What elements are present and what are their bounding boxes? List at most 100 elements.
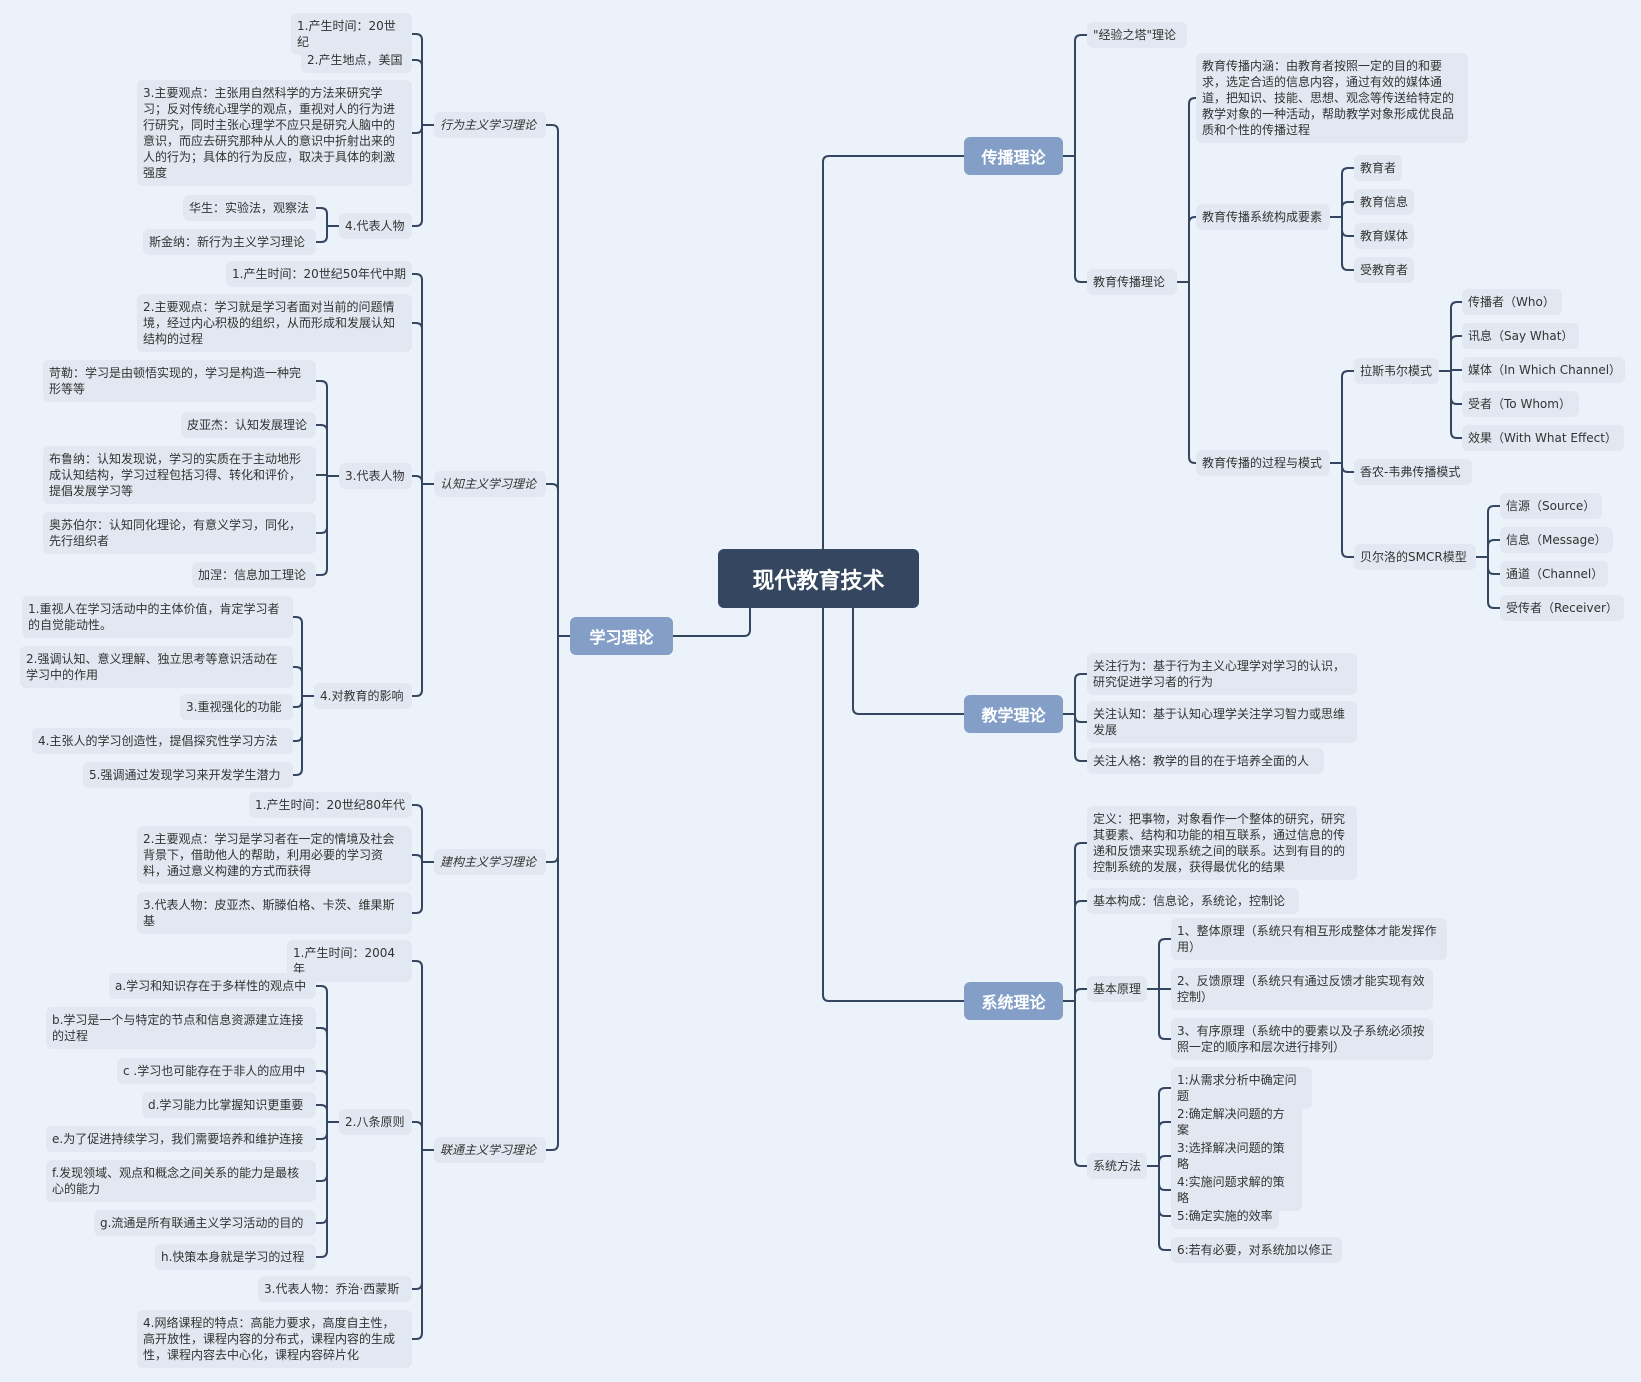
- connector: [1450, 369, 1462, 372]
- list-item[interactable]: 3.代表人物：乔治·西蒙斯: [258, 1276, 412, 1302]
- list-item[interactable]: 1.产生时间：20世纪: [291, 13, 412, 55]
- list-item[interactable]: 受者（To Whom）: [1462, 391, 1579, 417]
- list-item[interactable]: d.学习能力比掌握知识更重要: [142, 1092, 316, 1118]
- connector: [293, 666, 303, 696]
- list-item[interactable]: 5:确定实施的效率: [1171, 1203, 1279, 1229]
- connector: [412, 125, 423, 134]
- list-item[interactable]: 1.产生时间：20世纪80年代: [249, 792, 412, 818]
- connector: [1074, 988, 1087, 1001]
- topic-educational-communication[interactable]: 教育传播理论: [1087, 269, 1177, 295]
- list-item[interactable]: 2.产生地点，美国: [301, 47, 412, 73]
- list-item[interactable]: 4.网络课程的特点：高能力要求，高度自主性，高开放性，课程内容的分布式，课程内容…: [137, 1310, 412, 1368]
- list-item[interactable]: 教育传播内涵：由教育者按照一定的目的和要求，选定合适的信息内容，通过有效的媒体通…: [1196, 53, 1468, 143]
- list-item[interactable]: 2.主要观点：学习就是学习者面对当前的问题情境，经过内心积极的组织，从而形成和发…: [137, 294, 412, 352]
- list-item[interactable]: 1.产生时间：20世纪50年代中期: [226, 261, 412, 287]
- list-item[interactable]: 关注认知：基于认知心理学关注学习智力或思维发展: [1087, 701, 1357, 743]
- list-item[interactable]: 效果（With What Effect）: [1462, 425, 1624, 451]
- list-item[interactable]: c .学习也可能存在于非人的应用中: [117, 1058, 316, 1084]
- connector: [1341, 370, 1354, 463]
- list-item[interactable]: 布鲁纳：认知发现说，学习的实质在于主动地形成认知结构，学习过程包括习得、转化和评…: [43, 446, 316, 504]
- main-topic-learning[interactable]: 学习理论: [570, 617, 673, 655]
- topic-shannon-weaver-model[interactable]: 香农-韦弗传播模式: [1354, 459, 1472, 485]
- list-item[interactable]: a.学习和知识存在于多样性的观点中: [109, 973, 316, 999]
- list-item[interactable]: 华生：实验法，观察法: [183, 195, 316, 221]
- list-item[interactable]: 通道（Channel）: [1500, 561, 1608, 587]
- topic-tower-of-experience[interactable]: "经验之塔"理论: [1087, 22, 1187, 48]
- list-item[interactable]: 2.强调认知、意义理解、独立思考等意识活动在学习中的作用: [20, 646, 293, 688]
- topic-system-method[interactable]: 系统方法: [1087, 1153, 1147, 1179]
- list-item[interactable]: 4.主张人的学习创造性，提倡探究性学习方法: [32, 728, 293, 754]
- topic-lasswell-model[interactable]: 拉斯韦尔模式: [1354, 358, 1439, 384]
- connector: [1074, 1001, 1087, 1167]
- topic-cognitivism[interactable]: 认知主义学习理论: [434, 471, 546, 497]
- main-topic-systems[interactable]: 系统理论: [964, 982, 1063, 1020]
- connector: [546, 483, 559, 636]
- main-topic-communication[interactable]: 传播理论: [964, 137, 1063, 175]
- topic-basic-principles[interactable]: 基本原理: [1087, 976, 1147, 1002]
- topic-system-elements[interactable]: 教育传播系统构成要素: [1196, 204, 1330, 230]
- list-item[interactable]: 皮亚杰：认知发展理论: [181, 412, 316, 438]
- list-item[interactable]: 3.代表人物：皮亚杰、斯滕伯格、卡茨、维果斯基: [137, 892, 412, 934]
- connector: [1188, 282, 1196, 464]
- list-item[interactable]: 斯金纳：新行为主义学习理论: [143, 229, 316, 255]
- list-item[interactable]: 3.主要观点：主张用自然科学的方法来研究学习；反对传统心理学的观点，重视对人的行…: [137, 80, 412, 186]
- list-item[interactable]: 加涅：信息加工理论: [192, 562, 316, 588]
- list-item[interactable]: 关注人格：教学的目的在于培养全面的人: [1087, 748, 1324, 774]
- list-item[interactable]: 5.强调通过发现学习来开发学生潜力: [83, 762, 293, 788]
- list-item[interactable]: 教育信息: [1354, 189, 1414, 215]
- connector: [1450, 301, 1462, 371]
- connector: [1158, 1121, 1171, 1166]
- connector: [1074, 714, 1087, 723]
- main-topic-teaching[interactable]: 教学理论: [964, 695, 1063, 733]
- connector: [673, 608, 751, 637]
- topic-connectivism[interactable]: 联通主义学习理论: [434, 1137, 546, 1163]
- list-item[interactable]: 媒体（In Which Channel）: [1462, 357, 1625, 383]
- list-item[interactable]: 受传者（Receiver）: [1500, 595, 1624, 621]
- topic-process-and-models[interactable]: 教育传播的过程与模式: [1196, 450, 1330, 476]
- list-item[interactable]: e.为了促进持续学习，我们需要培养和维护连接: [46, 1126, 316, 1152]
- list-item[interactable]: 2.主要观点：学习是学习者在一定的情境及社会背景下，借助他人的帮助，利用必要的学…: [137, 826, 412, 884]
- connector: [546, 636, 559, 1151]
- list-item[interactable]: 3、有序原理（系统中的要素以及子系统必须按照一定的顺序和层次进行排列）: [1171, 1018, 1433, 1060]
- list-item[interactable]: 3.代表人物: [339, 463, 412, 489]
- list-item[interactable]: 4.对教育的影响: [314, 683, 412, 709]
- topic-smcr-model[interactable]: 贝尔洛的SMCR模型: [1354, 544, 1476, 570]
- topic-behaviorism[interactable]: 行为主义学习理论: [434, 112, 546, 138]
- list-item[interactable]: 苛勒：学习是由顿悟实现的，学习是构造一种完形等等: [43, 360, 316, 402]
- list-item[interactable]: 信息（Message）: [1500, 527, 1613, 553]
- connector: [1450, 371, 1462, 439]
- connector: [1188, 216, 1196, 282]
- connector: [412, 1150, 423, 1290]
- list-item[interactable]: 受教育者: [1354, 257, 1414, 283]
- list-item[interactable]: 3:选择解决问题的策略: [1171, 1135, 1302, 1177]
- list-item[interactable]: 教育媒体: [1354, 223, 1414, 249]
- list-item[interactable]: 讯息（Say What）: [1462, 323, 1579, 349]
- list-item[interactable]: 基本构成：信息论，系统论，控制论: [1087, 888, 1299, 914]
- connector: [1487, 557, 1500, 609]
- topic-constructivism[interactable]: 建构主义学习理论: [434, 849, 546, 875]
- list-item[interactable]: 2、反馈原理（系统只有通过反馈才能实现有效控制）: [1171, 968, 1433, 1010]
- connector: [1487, 505, 1500, 557]
- list-item[interactable]: 2.八条原则: [339, 1109, 412, 1135]
- list-item[interactable]: b.学习是一个与特定的节点和信息资源建立连接的过程: [46, 1007, 316, 1049]
- list-item[interactable]: 奥苏伯尔：认知同化理论，有意义学习，同化，先行组织者: [43, 512, 316, 554]
- list-item[interactable]: 1.重视人在学习活动中的主体价值，肯定学习者的自觉能动性。: [22, 596, 293, 638]
- list-item[interactable]: 教育者: [1354, 155, 1402, 181]
- list-item[interactable]: 3.重视强化的功能: [180, 694, 293, 720]
- list-item[interactable]: 1、整体原理（系统只有相互形成整体才能发挥作用）: [1171, 918, 1447, 960]
- list-item[interactable]: g.流通是所有联通主义学习活动的目的: [94, 1210, 316, 1236]
- list-item[interactable]: h.快策本身就是学习的过程: [155, 1244, 316, 1270]
- list-item[interactable]: 6:若有必要，对系统加以修正: [1171, 1237, 1342, 1263]
- list-item[interactable]: 4.代表人物: [339, 213, 412, 239]
- connector: [316, 476, 328, 576]
- connector: [412, 273, 423, 484]
- connector: [1341, 217, 1354, 271]
- list-item[interactable]: f.发现领域、观点和概念之间关系的能力是最核心的能力: [46, 1160, 316, 1202]
- connector: [1074, 156, 1087, 283]
- list-item[interactable]: 传播者（Who）: [1462, 289, 1562, 315]
- connector: [316, 226, 328, 243]
- list-item[interactable]: 关注行为：基于行为主义心理学对学习的认识，研究促进学习者的行为: [1087, 653, 1357, 695]
- list-item[interactable]: 信源（Source）: [1500, 493, 1602, 519]
- root-topic[interactable]: 现代教育技术: [718, 549, 919, 608]
- list-item[interactable]: 定义：把事物，对象看作一个整体的研究，研究其要素、结构和功能的相互联系，通过信息…: [1087, 806, 1357, 880]
